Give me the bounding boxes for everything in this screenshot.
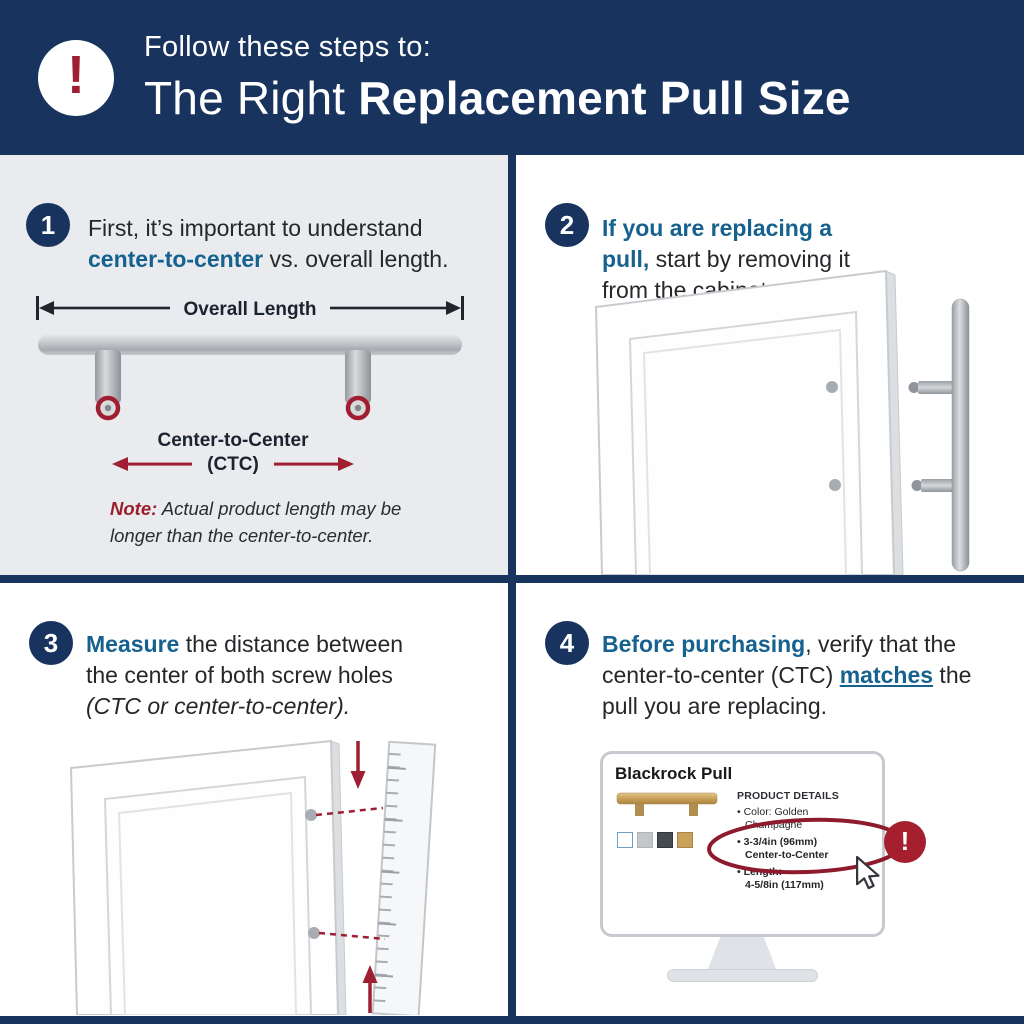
gold-pull-image — [616, 792, 718, 816]
bullet-ctc-line2: Center-to-Center — [745, 849, 829, 861]
pull-post-left — [95, 350, 121, 404]
alert-icon: ! — [38, 39, 114, 116]
alert-icon: ! — [884, 821, 926, 863]
measure-arrow-down — [350, 741, 366, 789]
cabinet-door-illustration — [594, 269, 970, 575]
step-3-text-bold: Measure — [86, 631, 180, 657]
monitor-illustration: Blackrock Pull — [600, 751, 905, 937]
ctc-abbr-label: (CTC) — [207, 454, 259, 475]
pull-measurement-diagram: Overall Length Center-to-Center (CTC) — [36, 296, 464, 475]
thumbnail-selected — [617, 832, 633, 848]
step-1-text-highlight: center-to-center — [88, 246, 264, 272]
screw-ring-right-icon — [345, 395, 371, 421]
step-3-panel: 3 Measure the distance between the cente… — [0, 583, 508, 1016]
step-3-number-badge: 3 — [29, 621, 73, 665]
title-bold: Replacement Pull Size — [358, 71, 851, 124]
door-panel — [594, 269, 896, 575]
product-details-header: PRODUCT DETAILS — [737, 790, 839, 802]
ctc-arrow — [112, 457, 354, 471]
step-2-text-bold: If you are replacing a pull, — [602, 215, 833, 272]
alert-glyph: ! — [900, 825, 910, 856]
cursor-icon — [855, 855, 880, 890]
pull-post-right — [345, 350, 371, 404]
step-1-text-end: vs. overall length. — [263, 246, 449, 272]
overall-length-arrow — [36, 296, 464, 320]
screw-hole-top — [826, 381, 838, 393]
screw-hole-top — [305, 809, 317, 821]
step-4-text-end: the pull you are replacing. — [602, 662, 972, 719]
note-label: Note: — [110, 498, 158, 519]
bullet-ctc: • 3-3/4in (96mm)Center-to-Center — [737, 836, 870, 862]
door-inner-frame — [628, 310, 864, 575]
step-4-number: 4 — [559, 627, 575, 658]
measure-illustration — [69, 739, 437, 1015]
step-2-number: 2 — [559, 209, 575, 240]
pull-bar — [38, 334, 462, 355]
step-4-text-mid: , verify that the center-to-center (CTC) — [602, 631, 957, 688]
step-4-text-underline: matches — [839, 662, 934, 688]
step-4-panel: 4 Before purchasing, verify that the cen… — [516, 583, 1024, 1016]
step-1-text-start: First, it’s important to understand — [88, 215, 423, 241]
header-text: Follow these steps to: The Right Replace… — [144, 31, 851, 125]
product-thumbnails — [617, 832, 727, 848]
step-2-number-badge: 2 — [545, 203, 589, 247]
thumbnail-4 — [677, 832, 693, 848]
thumbnail-2 — [637, 832, 653, 848]
pull-handle — [908, 298, 970, 572]
door-inner-frame-2 — [117, 791, 298, 1015]
screw-ring-left-icon — [95, 395, 121, 421]
door-panel — [69, 739, 340, 1015]
step-2-text: If you are replacing a pull, start by re… — [602, 213, 864, 306]
step-1-number-badge: 1 — [26, 203, 70, 247]
step-1-text: First, it’s important to understand cent… — [88, 213, 460, 275]
measure-arrow-up — [362, 965, 378, 1013]
step-4-text-bold: Before purchasing — [602, 631, 806, 657]
product-title: Blackrock Pull — [615, 764, 733, 783]
bullet-length-line2: 4-5/8in (117mm) — [745, 879, 824, 891]
screw-hole-bottom — [829, 479, 841, 491]
thumbnail-3 — [657, 832, 673, 848]
alert-glyph: ! — [67, 44, 85, 105]
screw-hole-bottom — [308, 927, 320, 939]
step-4-text: Before purchasing, verify that the cente… — [602, 629, 998, 722]
header: ! Follow these steps to: The Right Repla… — [0, 0, 1024, 155]
step-2-panel: 2 If you are replacing a pull, start by … — [516, 155, 1024, 575]
dashed-guide-top — [315, 806, 384, 817]
step-3-text: Measure the distance between the center … — [86, 629, 420, 722]
overall-length-label: Overall Length — [183, 299, 316, 320]
step-3-text-mid: the distance between the center of both … — [86, 631, 404, 688]
step-1-panel: 1 First, it’s important to understand ce… — [0, 155, 508, 575]
step-1-number: 1 — [40, 209, 56, 240]
monitor-stand-base — [667, 969, 818, 982]
door-inner-frame-2 — [642, 328, 848, 575]
header-eyebrow: Follow these steps to: — [144, 30, 432, 63]
step-3-number: 3 — [43, 627, 59, 658]
page-title: The Right Replacement Pull Size — [144, 71, 851, 125]
note-text: Actual product length may be longer than… — [110, 498, 402, 546]
product-media — [615, 790, 727, 892]
title-regular: The Right — [144, 71, 346, 124]
ctc-label: Center-to-Center — [158, 430, 310, 451]
step-3-text-italic: (CTC or center-to-center). — [86, 693, 351, 719]
step-1-note: Note: Actual product length may be longe… — [110, 495, 428, 549]
bullet-color-line1: • Color: Golden — [737, 806, 809, 818]
dashed-guide-bottom — [318, 931, 386, 941]
ruler — [371, 740, 437, 1015]
step-4-number-badge: 4 — [545, 621, 589, 665]
monitor-stand-neck — [708, 937, 776, 969]
door-inner-frame — [103, 775, 313, 1015]
bullet-ctc-line1: • 3-3/4in (96mm) — [737, 836, 818, 848]
